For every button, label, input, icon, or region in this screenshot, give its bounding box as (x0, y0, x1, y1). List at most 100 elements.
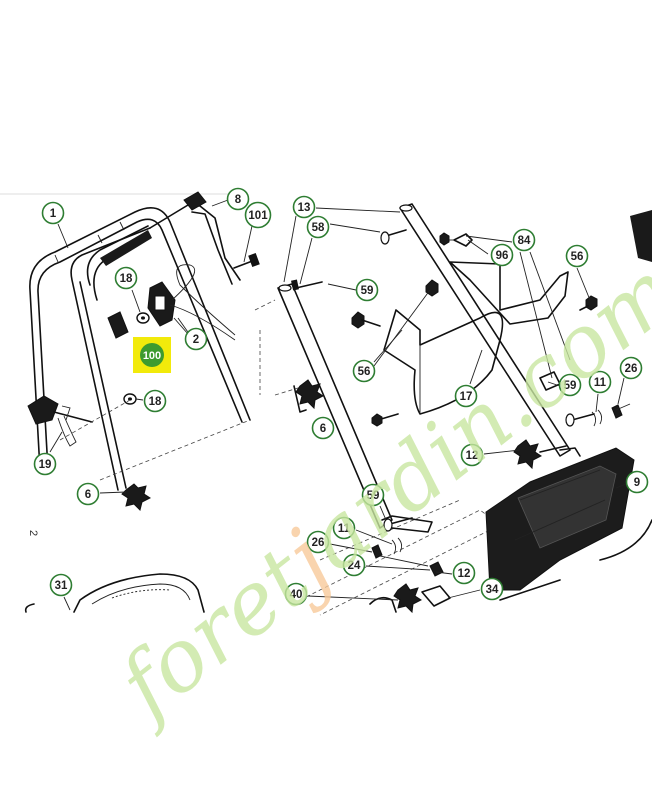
callout-label: 6 (85, 489, 91, 501)
callout-label: 84 (518, 235, 531, 247)
grass-box-9 (485, 210, 652, 601)
callout-34[interactable]: 34 (480, 577, 504, 601)
callout-label: 2 (193, 334, 199, 346)
callout-label: 56 (358, 366, 371, 378)
callout-label: 11 (594, 377, 607, 389)
star-knob-12-right (513, 439, 567, 470)
callout-circle (311, 416, 335, 440)
lower-knobs (369, 583, 451, 614)
callout-18[interactable]: 18 (114, 266, 138, 290)
callout-circle (306, 215, 330, 239)
callout-circle (143, 389, 167, 413)
callout-circle (292, 195, 316, 219)
callout-11[interactable]: 11 (332, 516, 356, 540)
callout-circle (114, 266, 138, 290)
callout-circle (352, 359, 376, 383)
callout-label: 26 (625, 363, 638, 375)
callout-circle (625, 470, 649, 494)
callout-label: 13 (298, 202, 311, 214)
washer-18-lower (123, 393, 137, 405)
callout-18[interactable]: 18 (143, 389, 167, 413)
callout-label: 59 (367, 490, 380, 502)
callout-circle (558, 373, 582, 397)
callout-59[interactable]: 59 (355, 278, 379, 302)
page-side-mark: 2 (27, 530, 39, 536)
callout-circle (565, 244, 589, 268)
lower-fasteners (371, 517, 444, 577)
callout-12[interactable]: 12 (452, 561, 476, 585)
star-knob-6-left (121, 483, 151, 511)
callout-2[interactable]: 2 (184, 327, 208, 351)
callout-11[interactable]: 11 (588, 370, 612, 394)
callout-96[interactable]: 96 (490, 243, 514, 267)
callout-circle (76, 482, 100, 506)
callout-13[interactable]: 13 (292, 195, 316, 219)
bolt-101 (233, 252, 260, 269)
callout-circle (512, 228, 536, 252)
callout-6[interactable]: 6 (76, 482, 100, 506)
callout-circle (355, 278, 379, 302)
screw-56-upper (351, 311, 381, 329)
callout-label: 101 (248, 210, 268, 222)
callout-label: 56 (571, 251, 584, 263)
callout-26[interactable]: 26 (619, 356, 643, 380)
callout-circle (41, 201, 65, 225)
callout-circle (480, 577, 504, 601)
callout-24[interactable]: 24 (342, 553, 366, 577)
highlighted-part-100[interactable]: 100 (133, 337, 171, 373)
callout-58[interactable]: 58 (306, 215, 330, 239)
callout-12[interactable]: 12 (460, 443, 484, 467)
lower-handle-left (277, 283, 433, 533)
callout-circle (284, 582, 308, 606)
bolt-left-mid (371, 413, 399, 427)
callout-label: 59 (361, 285, 374, 297)
callout-label: 12 (458, 568, 471, 580)
callout-label: 19 (39, 459, 52, 471)
bracket-17 (383, 309, 504, 415)
callout-101[interactable]: 101 (244, 201, 272, 229)
callout-circle (619, 356, 643, 380)
callout-26[interactable]: 26 (306, 530, 330, 554)
watermark-text: foretjardin.com (97, 241, 652, 740)
callout-circle (49, 573, 73, 597)
callout-19[interactable]: 19 (33, 452, 57, 476)
highlight-label: 100 (143, 350, 161, 362)
callout-1[interactable]: 1 (41, 201, 65, 225)
callout-circle (361, 483, 385, 507)
callout-6[interactable]: 6 (311, 416, 335, 440)
callout-59[interactable]: 59 (558, 373, 582, 397)
callout-40[interactable]: 40 (284, 582, 308, 606)
callout-label: 18 (120, 273, 133, 285)
callout-label: 12 (466, 450, 479, 462)
screw-56-right (579, 295, 598, 311)
callout-circle (452, 561, 476, 585)
callout-label: 9 (634, 477, 640, 489)
callout-label: 58 (312, 222, 325, 234)
callout-56[interactable]: 56 (352, 359, 376, 383)
callout-label: 34 (486, 584, 499, 596)
callout-17[interactable]: 17 (454, 384, 478, 408)
callout-circle (184, 327, 208, 351)
callout-circle (588, 370, 612, 394)
callout-circle (490, 243, 514, 267)
brake-lever (86, 191, 241, 301)
callout-label: 11 (338, 523, 351, 535)
callout-label: 31 (55, 580, 68, 592)
upper-handle-bar (29, 206, 251, 491)
callout-31[interactable]: 31 (49, 573, 73, 597)
callout-84[interactable]: 84 (512, 228, 536, 252)
callout-circle (454, 384, 478, 408)
callout-label: 96 (496, 250, 509, 262)
callout-59[interactable]: 59 (361, 483, 385, 507)
callout-9[interactable]: 9 (625, 470, 649, 494)
bolt-58 (291, 279, 323, 291)
callout-56[interactable]: 56 (565, 244, 589, 268)
right-fasteners (539, 371, 631, 427)
callout-label: 6 (320, 423, 326, 435)
callout-label: 1 (50, 208, 57, 220)
leader-lines (49, 199, 627, 611)
callout-8[interactable]: 8 (226, 187, 250, 211)
callout-label: 26 (312, 537, 325, 549)
